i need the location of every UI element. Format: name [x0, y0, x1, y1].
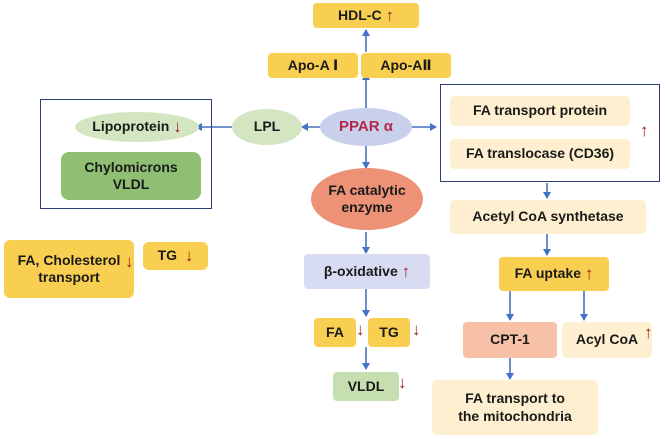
apo-a1-node: Apo-A Ⅰ — [268, 53, 358, 78]
hdl-c-label: HDL-C — [338, 6, 382, 23]
tg-center-node: TG — [368, 318, 410, 347]
lpl-node: LPL — [232, 109, 302, 145]
tg-left-down-arrow-icon: ↓ — [184, 246, 194, 266]
fa-transport-protein-node: FA transport protein — [450, 96, 630, 126]
fa-cholesterol-transport-label: FA, Cholesterol transport — [17, 251, 121, 286]
beta-oxidative-up-arrow-icon: ↑ — [401, 261, 411, 281]
apo-a1-label: Apo-A Ⅰ — [287, 56, 339, 73]
hdl-up-arrow-icon: ↑ — [385, 5, 394, 25]
fa-transport-up-arrow-icon: ↑ — [640, 121, 649, 140]
chylomicrons-vldl-node: Chylomicrons VLDL — [61, 152, 201, 200]
fa-catalytic-enzyme-label: FA catalytic enzyme — [328, 181, 406, 216]
hdl-c-node: HDL-C ↑ — [313, 3, 419, 28]
apo-a2-node: Apo-AⅡ — [361, 53, 451, 78]
lipoprotein-down-arrow-icon: ↓ — [173, 117, 182, 137]
fa-transport-mitochondria-label: FA transport to the mitochondria — [458, 390, 572, 424]
fa-uptake-node: FA uptake ↑ — [499, 257, 609, 291]
fa-transport-mitochondria-node: FA transport to the mitochondria — [432, 380, 598, 435]
cpt-1-label: CPT-1 — [490, 331, 530, 348]
vldl-down-arrow-icon: ↓ — [398, 373, 407, 392]
tg-left-node: TG ↓ — [143, 242, 208, 270]
beta-oxidative-node: β-oxidative ↑ — [304, 254, 430, 289]
fa-translocase-label: FA translocase (CD36) — [465, 145, 615, 162]
acetyl-coa-synthetase-node: Acetyl CoA synthetase — [450, 200, 646, 234]
fa-cholesterol-down-arrow-icon: ↓ — [125, 252, 134, 271]
fa-uptake-label: FA uptake — [514, 265, 581, 282]
fa-cholesterol-transport-node: FA, Cholesterol transport — [4, 240, 134, 298]
beta-oxidative-label: β-oxidative — [323, 262, 398, 279]
acyl-coa-up-arrow-icon: ↑ — [644, 323, 653, 342]
vldl-label: VLDL — [347, 377, 385, 394]
fa-center-down-arrow-icon: ↓ — [356, 320, 365, 339]
acyl-coa-node: Acyl CoA — [562, 322, 652, 358]
lpl-label: LPL — [253, 118, 281, 135]
vldl-node: VLDL — [333, 372, 399, 401]
cpt-1-node: CPT-1 — [463, 322, 557, 358]
tg-left-label: TG — [157, 247, 178, 264]
ppar-alpha-label: PPAR α — [339, 117, 393, 135]
fa-transport-frame — [440, 84, 660, 182]
lipoprotein-node: Lipoprotein ↓ — [75, 112, 199, 142]
fa-translocase-node: FA translocase (CD36) — [450, 139, 630, 169]
fa-uptake-up-arrow-icon: ↑ — [584, 264, 594, 284]
lipoprotein-label: Lipoprotein — [92, 118, 170, 135]
acetyl-coa-synthetase-label: Acetyl CoA synthetase — [472, 208, 624, 225]
tg-center-label: TG — [379, 323, 399, 340]
acyl-coa-label: Acyl CoA — [575, 331, 639, 348]
apo-a2-label: Apo-AⅡ — [380, 56, 432, 73]
fa-center-node: FA — [314, 318, 356, 347]
tg-center-down-arrow-icon: ↓ — [412, 320, 421, 339]
chylomicrons-vldl-label: Chylomicrons VLDL — [84, 158, 178, 193]
fa-catalytic-enzyme-node: FA catalytic enzyme — [311, 168, 423, 230]
fa-center-label: FA — [326, 323, 344, 340]
lipoprotein-frame — [40, 99, 212, 209]
fa-transport-protein-label: FA transport protein — [472, 102, 608, 119]
ppar-alpha-node: PPAR α — [320, 108, 412, 146]
